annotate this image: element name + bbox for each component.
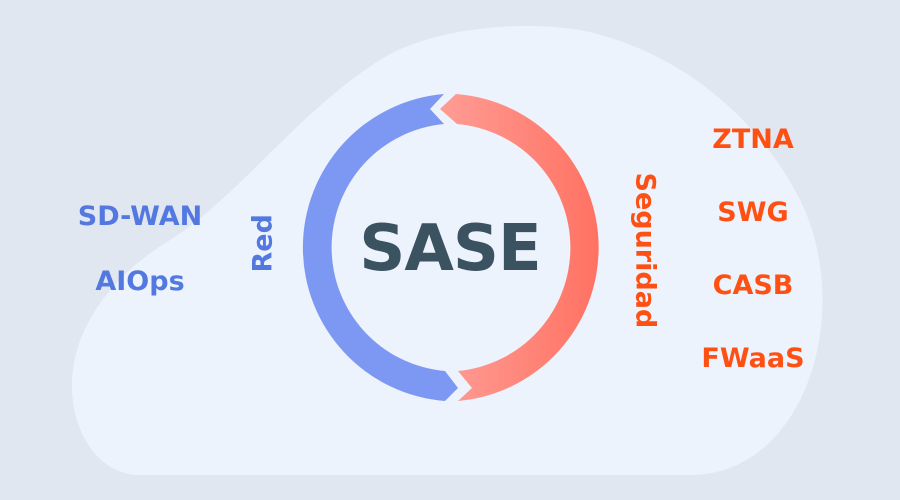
security-arc-arrow	[440, 94, 599, 401]
network-item-sdwan: SD-WAN	[77, 201, 203, 232]
network-arc-arrow	[302, 94, 458, 401]
security-item-ztna: ZTNA	[712, 124, 794, 155]
network-item-aiops: AIOps	[95, 266, 185, 297]
background-blob	[71, 25, 823, 476]
security-item-swg: SWG	[717, 197, 789, 228]
security-item-fwaas: FWaaS	[701, 343, 805, 374]
security-item-casb: CASB	[712, 270, 794, 301]
security-label: Seguridad	[629, 172, 661, 329]
network-label: Red	[247, 214, 279, 273]
sase-title: SASE	[359, 212, 541, 286]
